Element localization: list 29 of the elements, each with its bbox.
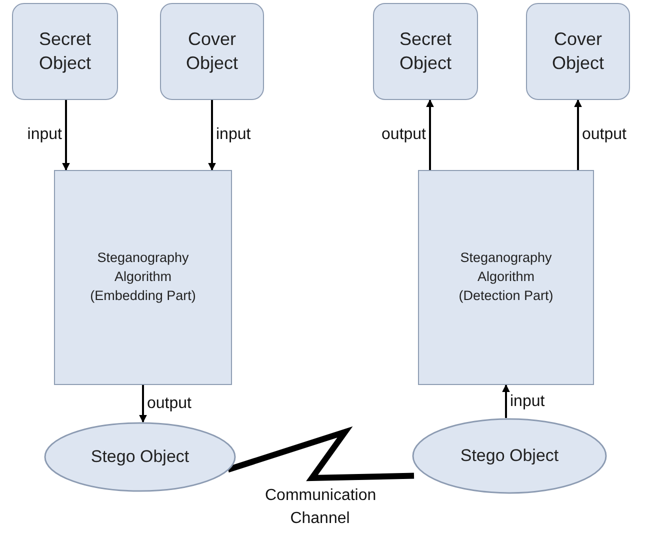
ellipse-node [412,418,607,494]
process-box [160,3,264,100]
arrow [502,384,510,418]
node-label: Steganography Algorithm (Detection Part) [458,249,554,305]
process-box [54,170,232,385]
edge-label: input [27,126,62,144]
communication-line [227,426,414,482]
ellipse-node [44,422,236,492]
arrow [62,100,70,171]
arrow [139,385,147,423]
process-box [526,3,630,100]
node-label: Secret Object [38,28,92,75]
node-label: Stego Object [460,446,559,466]
edge-label: output [382,126,426,144]
arrow [574,99,582,170]
node-label: Stego Object [90,447,190,467]
process-box [418,170,594,385]
edge-label: input [216,126,251,144]
arrow [426,99,434,170]
node-label: Secret Object [398,28,453,75]
edge-label: output [147,394,192,412]
edge-label: output [582,126,626,144]
node-label: Cover Object [184,28,240,75]
process-box [373,3,478,100]
node-label: Cover Object [550,28,606,75]
node-label: Steganography Algorithm (Embedding Part) [89,249,197,305]
edge-label: input [510,392,545,410]
process-box [12,3,118,100]
arrow [208,100,216,171]
